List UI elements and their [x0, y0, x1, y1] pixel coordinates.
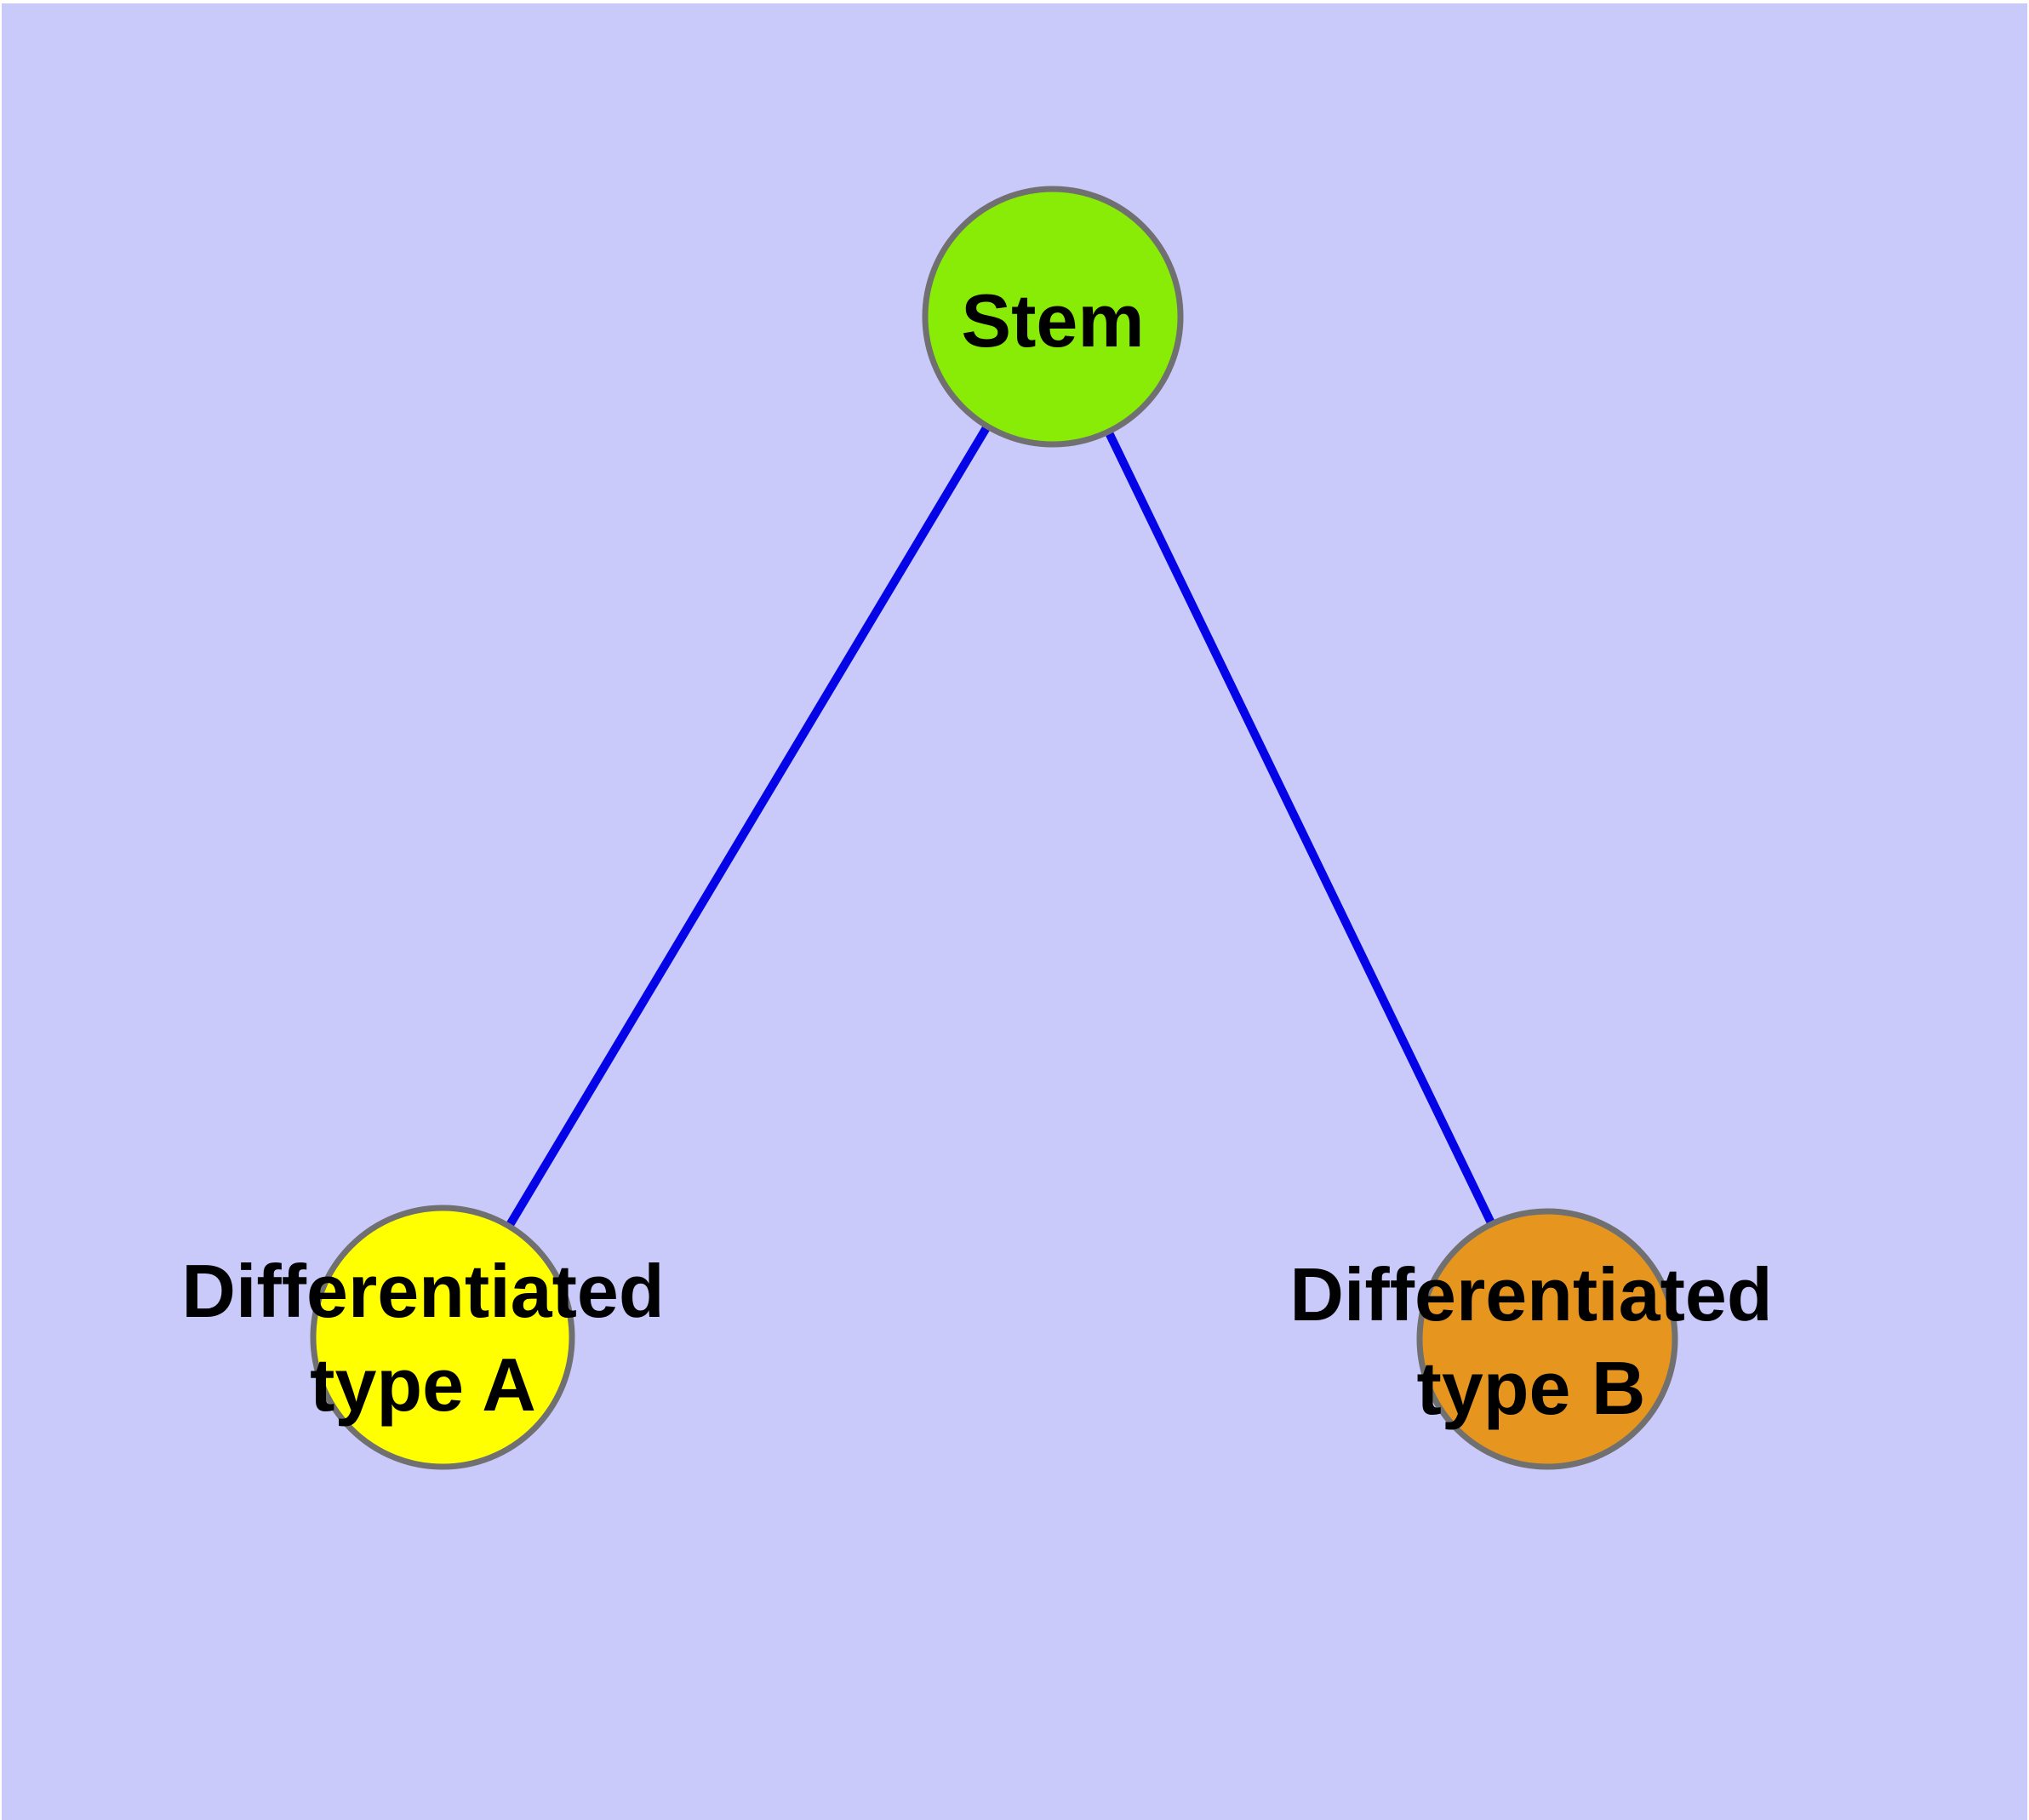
node-stem-circle	[922, 186, 1184, 448]
node-type-a-label-line2: type A	[310, 1342, 536, 1427]
node-type-b-label-line2: type B	[1416, 1346, 1646, 1430]
node-type-b-label-line1: Differentiated	[1289, 1252, 1773, 1336]
edge-stem-to-type-a	[438, 314, 1057, 1340]
node-type-b-circle	[1416, 1208, 1678, 1470]
node-type-a-label: Differentiated type A	[181, 1245, 664, 1432]
node-stem-label-text: Stem	[961, 278, 1145, 363]
node-type-b-label: Differentiated type B	[1289, 1248, 1772, 1435]
node-stem-label: Stem	[961, 274, 1144, 368]
node-type-a-label-line1: Differentiated	[181, 1249, 665, 1333]
node-type-a-circle	[310, 1205, 575, 1470]
edge-stem-to-type-b	[1049, 314, 1552, 1342]
